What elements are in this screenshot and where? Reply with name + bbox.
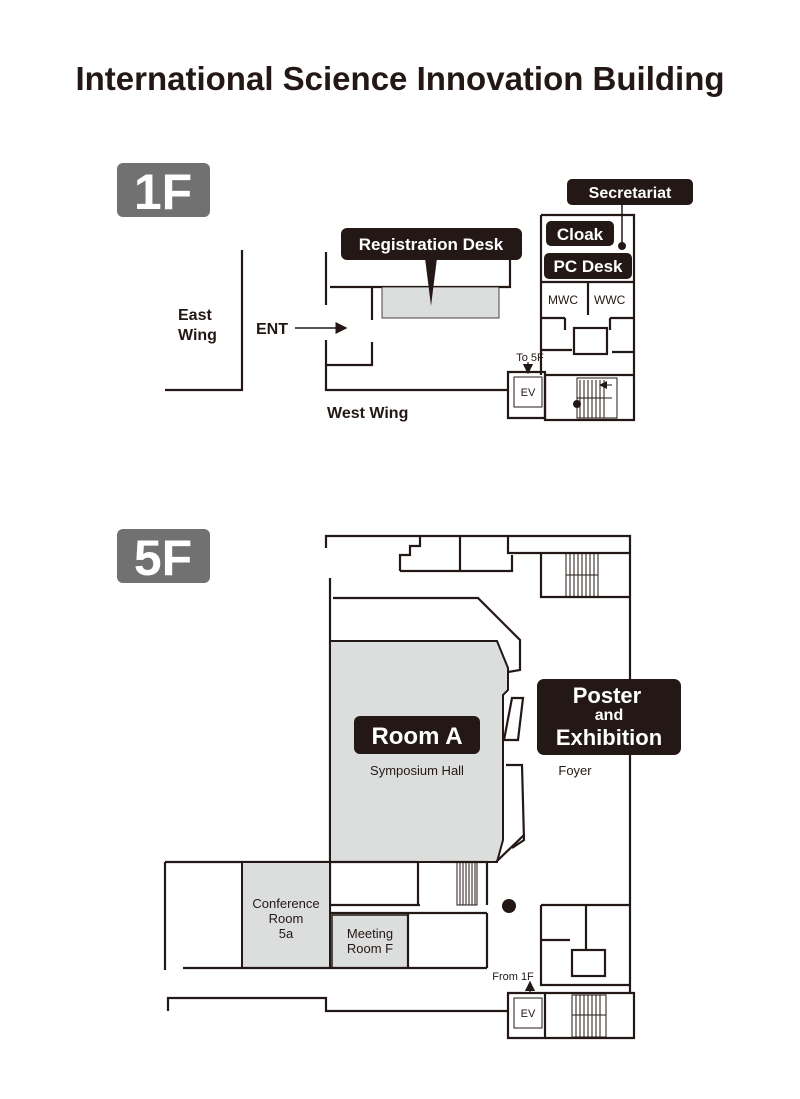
room-a-lower-wall bbox=[495, 834, 525, 863]
room-a-label: Room A bbox=[354, 716, 480, 754]
room-a-side-panel-2 bbox=[506, 763, 526, 849]
pc-desk-text: PC Desk bbox=[554, 257, 624, 276]
floor-1-plan: 1F East Wing ENT West Wing Registration … bbox=[117, 163, 693, 422]
east-wing-label-2: Wing bbox=[178, 327, 217, 344]
meeting-text-2: Room F bbox=[347, 941, 393, 956]
poster-exhibition-label: Poster and Exhibition bbox=[537, 679, 681, 755]
secretariat-text: Secretariat bbox=[589, 185, 672, 202]
floor-5-plan: 5F Room A Symposium Hall bbox=[117, 529, 681, 1040]
from-1f-label: From 1F bbox=[492, 971, 534, 983]
stairs-1f bbox=[573, 377, 618, 419]
east-wing-label-1: East bbox=[178, 307, 212, 324]
cloak-text: Cloak bbox=[557, 225, 604, 244]
cloak-label: Cloak bbox=[546, 221, 614, 246]
conf-text-1: Conference bbox=[252, 896, 319, 911]
floor-badge-5f: 5F bbox=[117, 529, 210, 586]
service-core bbox=[572, 326, 609, 356]
room-a-side-panel-1 bbox=[502, 696, 525, 742]
room-a-upper-wall bbox=[333, 596, 522, 674]
5f-lower-left-wall bbox=[163, 860, 489, 970]
column-dot bbox=[502, 899, 516, 913]
to-5f-label: To 5F bbox=[516, 352, 544, 364]
conf-text-2: Room bbox=[269, 911, 304, 926]
secretariat-label: Secretariat bbox=[567, 179, 693, 205]
registration-desk-area bbox=[381, 286, 500, 319]
wc-walls bbox=[539, 316, 634, 375]
corridor-wall bbox=[545, 318, 634, 377]
5f-elevator-shaft bbox=[506, 991, 547, 1040]
secretariat-pointer-dot bbox=[618, 242, 626, 250]
elevator-5f bbox=[513, 997, 543, 1029]
mwc-label: MWC bbox=[548, 293, 578, 307]
5f-top-inner bbox=[400, 536, 541, 573]
5f-bottom-wall bbox=[166, 996, 508, 1013]
west-wing-wall-lower bbox=[324, 340, 508, 392]
floor-badge-1f: 1F bbox=[117, 163, 210, 220]
stairs-5f-top bbox=[565, 552, 599, 598]
conf-text-3: 5a bbox=[279, 926, 294, 941]
stairs-5f-middle bbox=[456, 861, 478, 906]
elevator-1f bbox=[513, 376, 543, 408]
5f-top-wall bbox=[324, 534, 632, 985]
page-title: International Science Innovation Buildin… bbox=[75, 60, 724, 97]
5f-service-lines bbox=[541, 905, 588, 950]
elevator-1f-label: EV bbox=[521, 387, 536, 399]
west-wing-inner-2 bbox=[326, 342, 374, 367]
stairs-5f-bottom bbox=[571, 994, 607, 1038]
5f-service-core bbox=[570, 948, 607, 978]
pc-desk-label: PC Desk bbox=[544, 253, 632, 279]
poster-text-2: and bbox=[595, 707, 623, 724]
east-wing-wall bbox=[165, 250, 244, 392]
floor-badge-5f-text: 5F bbox=[134, 530, 192, 586]
5f-top-notch bbox=[398, 536, 422, 571]
poster-text-3: Exhibition bbox=[556, 725, 662, 750]
wwc-label: WWC bbox=[594, 293, 626, 307]
elevator-5f-label: EV bbox=[521, 1008, 536, 1020]
symposium-hall-label: Symposium Hall bbox=[370, 763, 464, 778]
conference-room-5a bbox=[241, 861, 331, 969]
registration-desk-label: Registration Desk bbox=[341, 228, 522, 306]
room-a-text: Room A bbox=[371, 723, 462, 750]
5f-bottom-wall-left bbox=[183, 913, 489, 970]
meeting-text-1: Meeting bbox=[347, 926, 393, 941]
foyer-label: Foyer bbox=[558, 763, 592, 778]
poster-text-1: Poster bbox=[573, 683, 642, 708]
5f-bottom-stair-wall bbox=[545, 991, 636, 1040]
west-wing-label: West Wing bbox=[327, 405, 408, 422]
floor-badge-1f-text: 1F bbox=[134, 164, 192, 220]
meeting-room-f bbox=[331, 914, 409, 969]
registration-desk-text: Registration Desk bbox=[359, 235, 504, 254]
entrance-label: ENT bbox=[256, 321, 288, 338]
